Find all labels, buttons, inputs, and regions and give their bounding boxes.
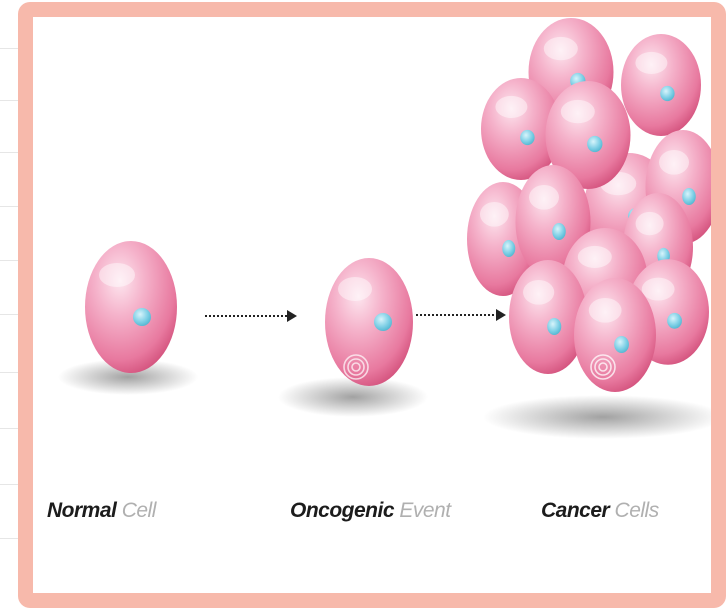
stage-label-normal: Normal Cell — [47, 499, 156, 523]
cancer-cell-cluster-icon — [467, 18, 711, 439]
stage-label-oncogenic: Oncogenic Event — [290, 499, 451, 523]
stage-label-light: Cells — [615, 499, 659, 522]
stage-label-strong: Oncogenic — [290, 499, 394, 522]
arrow-right-icon — [416, 309, 506, 321]
stage-label-strong: Normal — [47, 499, 116, 522]
normal-cell-icon — [58, 241, 198, 395]
stage-label-cancer: Cancer Cells — [541, 499, 659, 523]
arrow-right-icon — [205, 310, 297, 322]
oncogenic-cell-icon — [278, 258, 428, 417]
stage-label-strong: Cancer — [541, 499, 609, 522]
stage-label-light: Cell — [122, 499, 156, 522]
image-frame: Normal Cell Oncogenic Event Cancer Cells — [18, 2, 726, 608]
stage-label-light: Event — [399, 499, 450, 522]
